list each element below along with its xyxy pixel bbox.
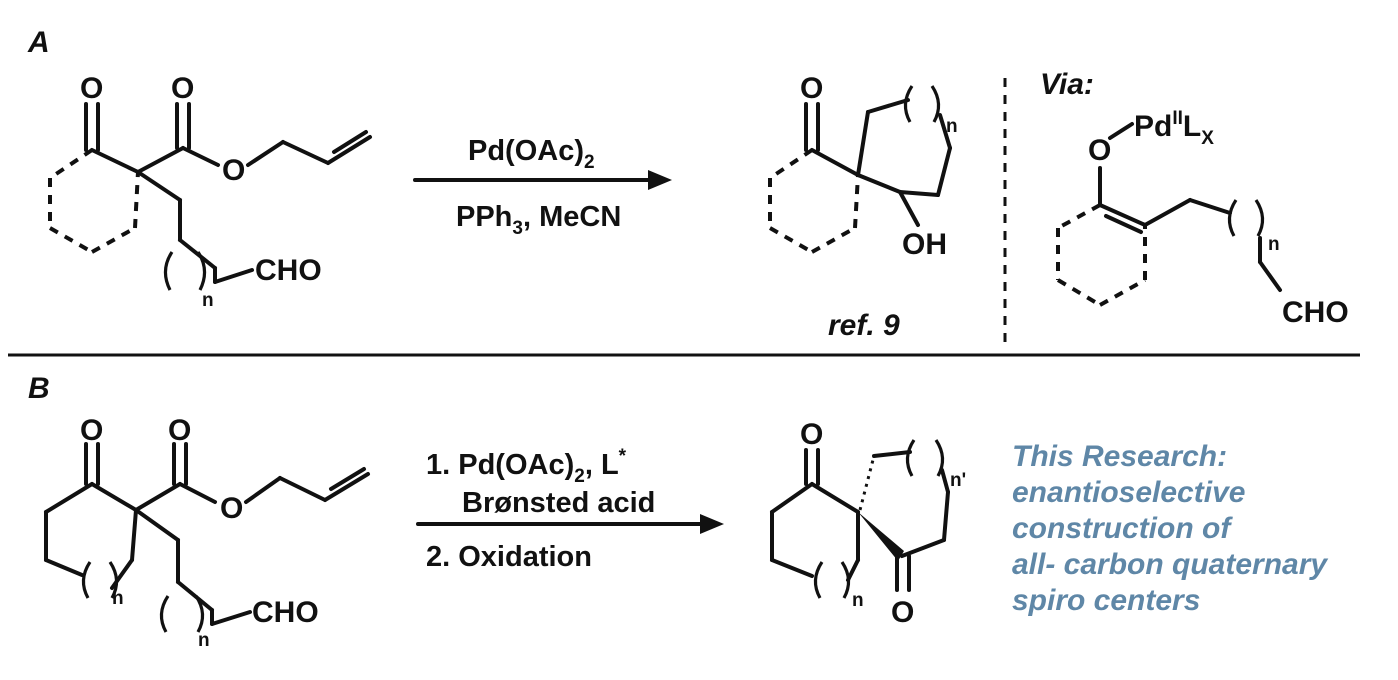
- panel-a-ligand-solvent: PPh3, MeCN: [456, 201, 621, 239]
- panel-b-substrate: [44, 442, 370, 633]
- panel-b-substrate-aldehyde: CHO: [252, 596, 319, 629]
- intermediate-label: Via:: [1040, 68, 1094, 101]
- panel-b-step-one-acid: Brønsted acid: [462, 487, 655, 519]
- panel-b-product-bottom-ketone-oxygen: O: [891, 596, 914, 629]
- panel-a-product-ketone-oxygen: O: [800, 72, 823, 105]
- panel-b-substrate-ring-index: n: [112, 588, 124, 609]
- intermediate-structure: [1056, 166, 1282, 307]
- panel-b-substrate-carbonyl-oxygen: O: [168, 414, 191, 447]
- panel-a-substrate-chain-index: n: [202, 290, 214, 311]
- intermediate-aldehyde: CHO: [1282, 296, 1349, 329]
- panel-b-product: [770, 439, 950, 599]
- panel-a-substrate-carbonyl-oxygen: O: [171, 72, 194, 105]
- panel-b-step-one: 1. Pd(OAc)2, L*: [426, 446, 627, 487]
- panel-b-product-top-ketone-oxygen: O: [800, 418, 823, 451]
- o-pd-bond: [1108, 122, 1134, 140]
- panel-b-product-bottom-ring-index: n: [852, 590, 864, 611]
- research-note-line-1: This Research:: [1012, 440, 1227, 473]
- intermediate-chain-index: n: [1268, 234, 1280, 255]
- panel-b-step-two: 2. Oxidation: [426, 541, 592, 573]
- panel-a-product-ring-index: n: [946, 116, 958, 137]
- reference-label: ref. 9: [828, 309, 900, 342]
- panel-a-product-hydroxyl: OH: [902, 228, 947, 261]
- panel-a-substrate-aldehyde: CHO: [255, 254, 322, 287]
- panel-b-substrate-ester-oxygen: O: [220, 492, 243, 525]
- panel-b-substrate-chain-index: n: [198, 630, 210, 651]
- panel-b-substrate-ketone-oxygen: O: [80, 414, 103, 447]
- panel-a-arrowhead: [648, 170, 672, 190]
- intermediate-oxygen: O: [1088, 134, 1111, 167]
- panel-b-label: B: [28, 372, 50, 405]
- panel-b-arrowhead: [700, 514, 724, 534]
- panel-a-label: A: [27, 26, 50, 59]
- panel-b-product-top-ring-index: n': [950, 470, 966, 491]
- panel-a-substrate-ester-oxygen: O: [222, 154, 245, 187]
- research-note-line-4: all- carbon quaternary: [1012, 548, 1328, 581]
- panel-a-product: [768, 85, 952, 254]
- panel-a-substrate-ketone-oxygen: O: [80, 72, 103, 105]
- palladium-complex: PdIILX: [1134, 108, 1214, 149]
- research-note-line-3: construction of: [1012, 512, 1233, 545]
- panel-a-substrate: [48, 102, 372, 291]
- research-note-line-5: spiro centers: [1012, 584, 1200, 617]
- research-note: This Research: enantioselective construc…: [1012, 440, 1328, 617]
- research-note-line-2: enantioselective: [1012, 476, 1245, 509]
- panel-a-catalyst: Pd(OAc)2: [468, 135, 595, 173]
